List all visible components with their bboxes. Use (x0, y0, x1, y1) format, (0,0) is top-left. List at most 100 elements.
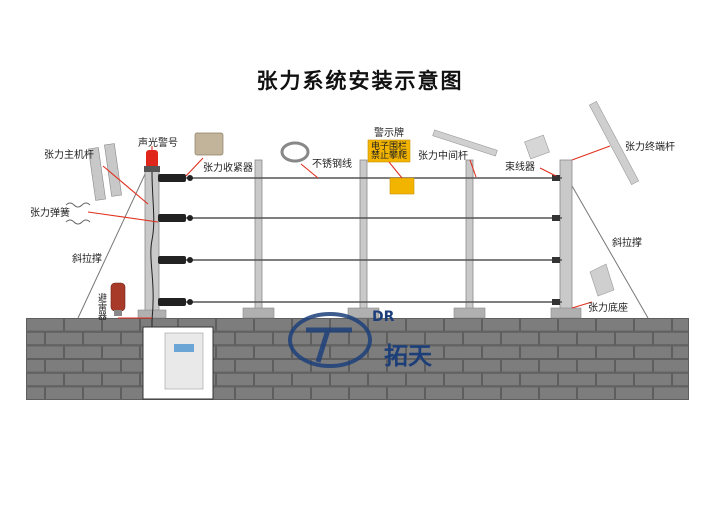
brick (406, 318, 444, 332)
receiver-part-icon (194, 132, 224, 156)
brick (653, 386, 689, 400)
brick (520, 372, 558, 387)
brick (235, 331, 273, 346)
brick (444, 345, 482, 359)
brick (634, 318, 672, 332)
brick (330, 372, 368, 387)
brick (26, 386, 45, 400)
brick (634, 345, 672, 359)
diagram-title: 张力系统安装示意图 (257, 69, 464, 93)
brick (26, 359, 45, 373)
brick (577, 331, 615, 346)
brick (216, 372, 254, 387)
brick (501, 331, 539, 346)
brick (254, 345, 292, 359)
brick (102, 345, 140, 359)
brick (387, 359, 425, 373)
brand-logo: DR 拓天 (288, 309, 432, 370)
brick (425, 331, 463, 346)
end-post (559, 159, 573, 313)
brick (387, 331, 425, 346)
brick (368, 345, 406, 359)
label-wire: 不锈钢线 (312, 157, 352, 170)
brick (311, 386, 349, 400)
brick (615, 386, 653, 400)
brick (653, 331, 689, 346)
brick (64, 345, 102, 359)
brick (102, 372, 140, 387)
sign-text-line1: 电子围栏 (371, 140, 407, 152)
intermediate-post (254, 159, 263, 311)
tension-wires (186, 177, 562, 303)
binder-part-icon (524, 134, 550, 160)
brick (558, 372, 596, 387)
brick (482, 345, 520, 359)
brick (501, 386, 539, 400)
brick (672, 345, 689, 359)
brick (64, 318, 102, 332)
leader-lines (87, 145, 611, 319)
label-sign: 警示牌 (374, 126, 404, 139)
brick (634, 372, 672, 387)
label-receiver: 张力收紧器 (203, 161, 253, 174)
brick (558, 318, 596, 332)
brick (254, 318, 292, 332)
brick (406, 345, 444, 359)
brick (235, 386, 273, 400)
base-part-icon (589, 263, 615, 297)
label-spring: 张力弹簧 (30, 206, 70, 219)
brick (425, 359, 463, 373)
label-binder: 束线器 (505, 160, 535, 173)
brick (501, 359, 539, 373)
brick (672, 372, 689, 387)
brick (83, 331, 121, 346)
brick (45, 359, 83, 373)
end-post-part-icon (588, 100, 640, 186)
brick (558, 345, 596, 359)
label-brace-left: 斜拉撑 (72, 252, 102, 265)
brick (463, 331, 501, 346)
brick (539, 331, 577, 346)
brick (235, 359, 273, 373)
sign-text-line2: 禁止攀爬 (371, 149, 407, 161)
brick (83, 359, 121, 373)
brick (216, 345, 254, 359)
label-main-post: 张力主机杆 (44, 148, 94, 161)
brick (463, 386, 501, 400)
brick (596, 318, 634, 332)
brick (406, 372, 444, 387)
arrester-part-icon (110, 282, 126, 316)
brick (482, 372, 520, 387)
brick (387, 386, 425, 400)
label-end-post: 张力终端杆 (625, 140, 675, 153)
wire-binders (552, 175, 560, 305)
brick (653, 359, 689, 373)
brick (539, 386, 577, 400)
siren-alarm (144, 150, 160, 172)
label-siren: 声光警号 (138, 136, 178, 149)
brick (596, 372, 634, 387)
spring-part-icon (65, 202, 91, 225)
brick (577, 386, 615, 400)
brick (368, 318, 406, 332)
brick (672, 318, 689, 332)
brick (520, 318, 558, 332)
label-base: 张力底座 (588, 301, 628, 314)
brick (273, 386, 311, 400)
intermediate-post (359, 159, 368, 311)
brick (273, 359, 311, 373)
intermediate-post (465, 159, 474, 311)
mid-post-part-icon (432, 129, 498, 157)
spring-tensioners (158, 174, 193, 306)
brick (45, 386, 83, 400)
brick (292, 372, 330, 387)
brick (26, 345, 64, 359)
brick (615, 331, 653, 346)
brick (26, 318, 64, 332)
brick (83, 386, 121, 400)
label-mid-post: 张力中间杆 (418, 149, 468, 162)
brick (26, 372, 64, 387)
brick (254, 372, 292, 387)
fence-posts (137, 159, 582, 319)
